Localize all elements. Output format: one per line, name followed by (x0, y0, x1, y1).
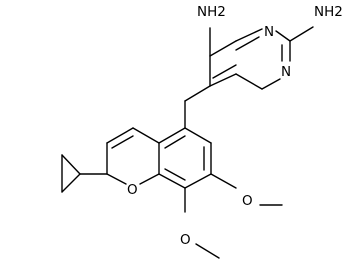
bond (275, 30, 291, 42)
bonds (61, 26, 314, 259)
bond (139, 173, 160, 185)
bond (106, 127, 134, 144)
bond (195, 243, 220, 259)
bond (289, 26, 314, 42)
bond (235, 36, 260, 51)
bond (212, 64, 237, 79)
bond (158, 127, 186, 144)
methoxy-oxygen-upper: O (242, 193, 253, 209)
amine-label-top: NH2 (197, 4, 226, 20)
bond (132, 127, 160, 144)
bond (209, 73, 237, 87)
bond (184, 85, 211, 102)
atom-labels: NH2 NH2 N N O O O (127, 4, 343, 248)
bond (111, 135, 134, 149)
bond (209, 40, 237, 57)
ring-nitrogen-top: N (264, 24, 274, 40)
bond (164, 168, 186, 181)
amine-label-right: NH2 (314, 4, 343, 20)
bond (61, 154, 81, 175)
ring-oxygen-label: O (127, 182, 138, 198)
ring-nitrogen-right: N (281, 64, 291, 80)
bond (235, 73, 263, 90)
bond (106, 173, 127, 185)
bond (158, 173, 186, 189)
bond (235, 28, 263, 42)
bond (210, 173, 237, 189)
bond (61, 173, 81, 193)
bond (184, 127, 212, 144)
bond (184, 173, 212, 189)
methoxy-oxygen-lower: O (180, 232, 191, 248)
bond (261, 78, 281, 90)
bond (164, 135, 186, 149)
